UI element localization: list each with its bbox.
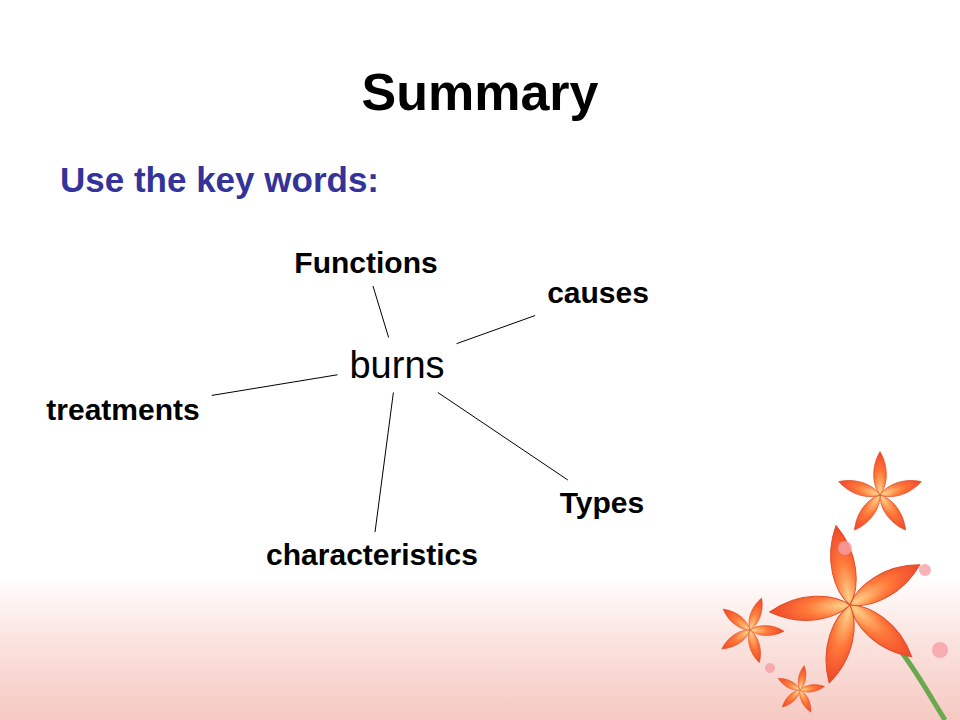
key-word: treatments bbox=[38, 389, 207, 431]
connector-line bbox=[457, 316, 536, 344]
node-text: Functions bbox=[294, 246, 437, 280]
node-text: treatments bbox=[46, 393, 199, 427]
instruction-label: Use the key words: bbox=[60, 160, 379, 200]
slide-title: Summary bbox=[362, 62, 599, 122]
node-text: characteristics bbox=[266, 538, 478, 572]
connector-line bbox=[212, 375, 338, 396]
connector-line bbox=[375, 393, 393, 533]
key-word: characteristics bbox=[258, 534, 486, 576]
key-word: Functions bbox=[286, 242, 445, 284]
connector-line bbox=[438, 393, 568, 481]
key-word: Types bbox=[552, 482, 652, 524]
key-word: causes bbox=[539, 272, 657, 314]
central-topic: burns bbox=[341, 340, 452, 391]
node-text: causes bbox=[547, 276, 649, 310]
node-text: Types bbox=[560, 486, 644, 520]
connector-line bbox=[373, 286, 389, 338]
node-text: burns bbox=[349, 344, 444, 387]
